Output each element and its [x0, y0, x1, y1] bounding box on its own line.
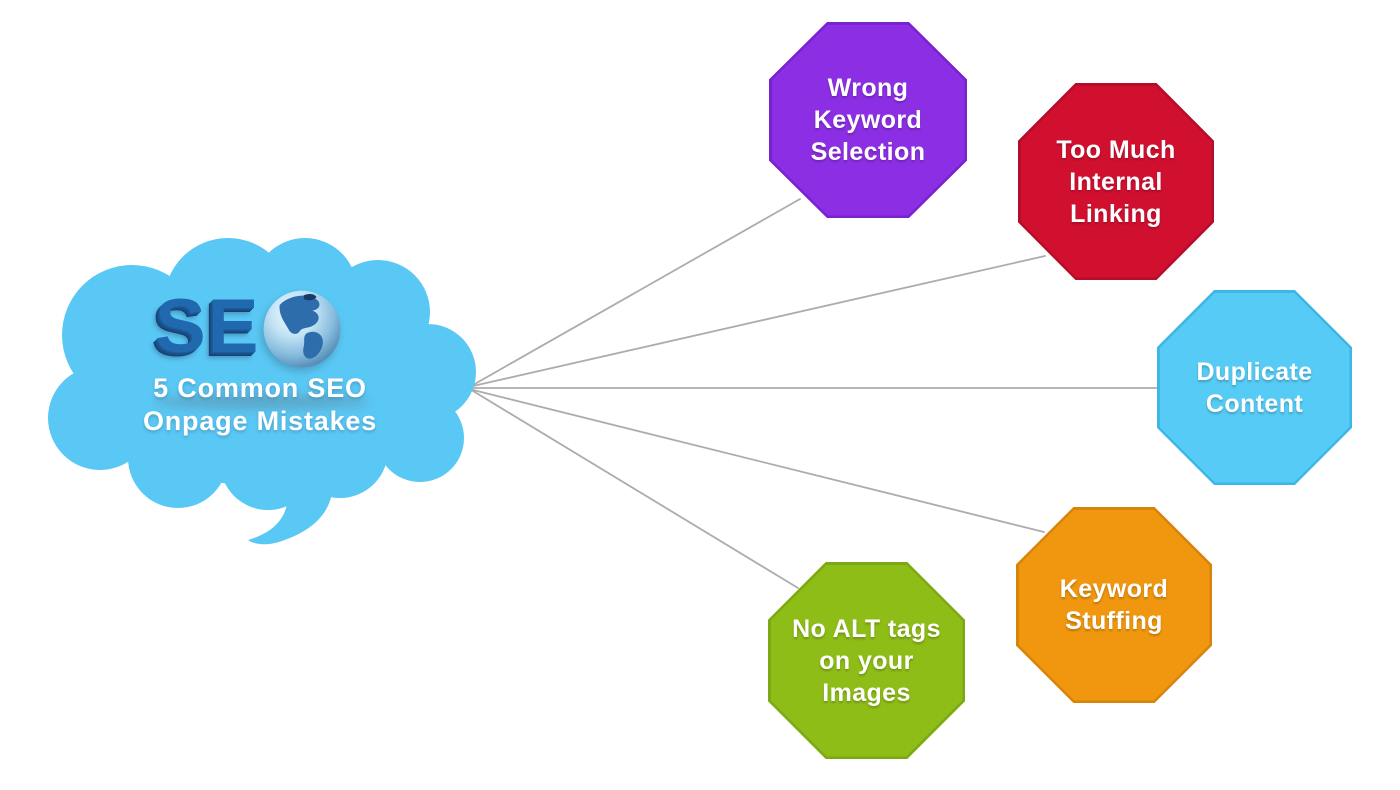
node-no-alt-tags-on-images: No ALT tags on your Images — [768, 562, 965, 759]
connector-line-wrong-keyword — [472, 198, 801, 386]
globe-americas-icon — [263, 290, 341, 368]
node-face: Too Much Internal Linking — [1020, 85, 1212, 278]
cloud-title-line2: Onpage Mistakes — [142, 406, 378, 437]
cloud-title: 5 Common SEO Onpage Mistakes — [60, 372, 460, 439]
node-label: Keyword Stuffing — [1059, 575, 1169, 635]
node-duplicate-content: Duplicate Content — [1157, 290, 1352, 485]
connector-line-no-alt-tags — [472, 390, 799, 589]
speech-cloud — [48, 238, 476, 545]
continent-north-america — [279, 295, 320, 334]
node-face: Wrong Keyword Selection — [771, 24, 965, 216]
continent-greenland — [303, 294, 317, 301]
node-label: No ALT tags on your Images — [792, 614, 941, 707]
logo-shadow — [155, 395, 370, 409]
cloud-content: SE 5 Common SEO Onpage Mistak — [60, 240, 470, 540]
seo-logo: SE — [155, 284, 342, 369]
seo-logo-text: SE — [155, 284, 261, 369]
connector-lines — [472, 198, 1161, 589]
node-face: Duplicate Content — [1159, 292, 1350, 483]
continent-south-america — [303, 331, 324, 359]
node-face: No ALT tags on your Images — [770, 564, 963, 757]
cloud-title-line1: 5 Common SEO — [153, 373, 367, 403]
node-wrong-keyword-selection: Wrong Keyword Selection — [769, 22, 967, 218]
node-too-much-internal-linking: Too Much Internal Linking — [1018, 83, 1214, 280]
node-keyword-stuffing: Keyword Stuffing — [1016, 507, 1212, 703]
connector-line-keyword-stuffing — [472, 389, 1045, 533]
node-label: Duplicate Content — [1196, 357, 1313, 418]
cloud-tail — [248, 468, 334, 545]
node-label: Wrong Keyword Selection — [810, 74, 926, 166]
node-label: Too Much Internal Linking — [1056, 135, 1176, 228]
connector-line-internal-linking — [472, 255, 1046, 387]
node-face: Keyword Stuffing — [1018, 509, 1210, 701]
